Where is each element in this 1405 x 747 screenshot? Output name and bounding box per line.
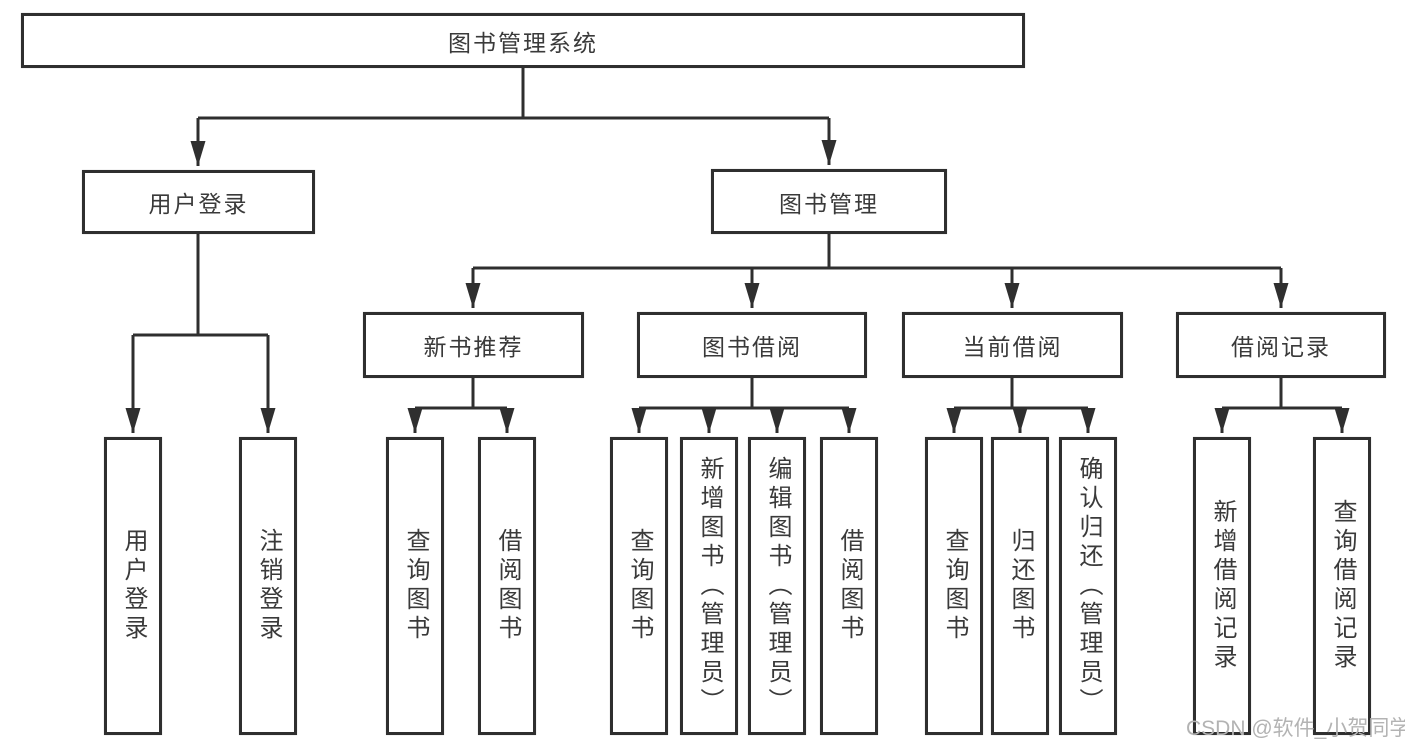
node-label: 查询图书 xyxy=(626,528,653,644)
node-book-borrow: 图书借阅 xyxy=(637,312,867,378)
node-user-login: 用户登录 xyxy=(82,170,315,234)
node-label: 新书推荐 xyxy=(423,334,524,360)
leaf-query-book-recommend: 查询图书 xyxy=(386,437,444,735)
node-borrow-record: 借阅记录 xyxy=(1176,312,1386,378)
node-label: 借阅图书 xyxy=(836,528,863,644)
leaf-query-book-current: 查询图书 xyxy=(925,437,983,735)
node-label: 查询图书 xyxy=(941,528,968,644)
csdn-watermark: CSDN @软件_小贺同学 xyxy=(1186,717,1405,740)
node-label: 查询图书 xyxy=(402,528,429,644)
node-label: 图书借阅 xyxy=(702,334,802,360)
leaf-borrow-book-recommend: 借阅图书 xyxy=(478,437,536,735)
node-label: 注销登录 xyxy=(255,528,282,644)
node-label: 图书管理系统 xyxy=(448,29,598,56)
leaf-confirm-return-admin: 确认归还（管理员） xyxy=(1059,437,1117,735)
leaf-borrow-book: 借阅图书 xyxy=(820,437,878,735)
node-current-borrow: 当前借阅 xyxy=(902,312,1123,378)
node-book-management: 图书管理 xyxy=(711,169,947,234)
node-label: 借阅记录 xyxy=(1231,334,1331,360)
node-library-management-system: 图书管理系统 xyxy=(21,13,1025,68)
leaf-query-borrow-record: 查询借阅记录 xyxy=(1313,437,1371,735)
leaf-return-book: 归还图书 xyxy=(991,437,1049,735)
node-label: 当前借阅 xyxy=(962,334,1063,360)
leaf-logout: 注销登录 xyxy=(239,437,297,735)
node-label: 查询借阅记录 xyxy=(1329,499,1356,673)
node-label: 图书管理 xyxy=(779,190,879,217)
node-label: 编辑图书（管理员） xyxy=(764,455,791,717)
node-label: 新增借阅记录 xyxy=(1209,499,1236,673)
leaf-user-login: 用户登录 xyxy=(104,437,162,735)
node-label: 用户登录 xyxy=(120,528,147,644)
node-new-book-recommend: 新书推荐 xyxy=(363,312,584,378)
node-label: 借阅图书 xyxy=(494,528,521,644)
node-label: 新增图书（管理员） xyxy=(696,455,723,717)
leaf-edit-book-admin: 编辑图书（管理员） xyxy=(748,437,806,735)
node-label: 确认归还（管理员） xyxy=(1075,455,1102,717)
leaf-add-book-admin: 新增图书（管理员） xyxy=(680,437,738,735)
leaf-add-borrow-record: 新增借阅记录 xyxy=(1193,437,1251,735)
node-label: 用户登录 xyxy=(148,191,249,217)
leaf-query-book-borrow: 查询图书 xyxy=(610,437,668,735)
node-label: 归还图书 xyxy=(1007,528,1034,644)
